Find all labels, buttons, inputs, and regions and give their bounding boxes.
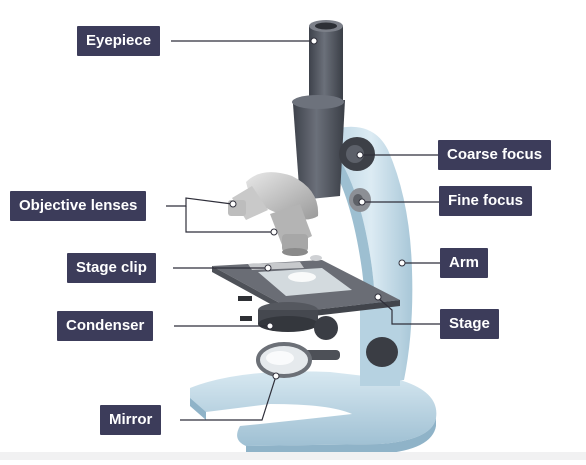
nosepiece [228, 172, 319, 256]
leader-stage [377, 297, 440, 325]
leader-dots [229, 37, 406, 380]
label-mirror: Mirror [100, 405, 162, 435]
leader-objective-upper [166, 197, 233, 207]
stage-plate [212, 255, 400, 318]
label-fine-focus: Fine focus [439, 186, 533, 216]
lower-knob [366, 337, 398, 367]
body-tube [292, 95, 345, 200]
bottom-strip [0, 452, 586, 460]
label-eyepiece: Eyepiece [77, 26, 161, 56]
eyepiece-tube [309, 20, 343, 102]
label-condenser: Condenser [57, 311, 154, 341]
leader-mirror [180, 375, 277, 421]
label-arm: Arm [440, 248, 489, 278]
mirror [256, 342, 340, 378]
label-coarse-focus: Coarse focus [438, 140, 552, 170]
condenser [238, 296, 338, 340]
label-objective-lenses: Objective lenses [10, 191, 147, 221]
microscope-base [190, 371, 437, 454]
leader-objective-lower [185, 206, 272, 233]
label-stage-clip: Stage clip [67, 253, 156, 283]
label-stage: Stage [440, 309, 499, 339]
leader-lines [166, 40, 440, 421]
